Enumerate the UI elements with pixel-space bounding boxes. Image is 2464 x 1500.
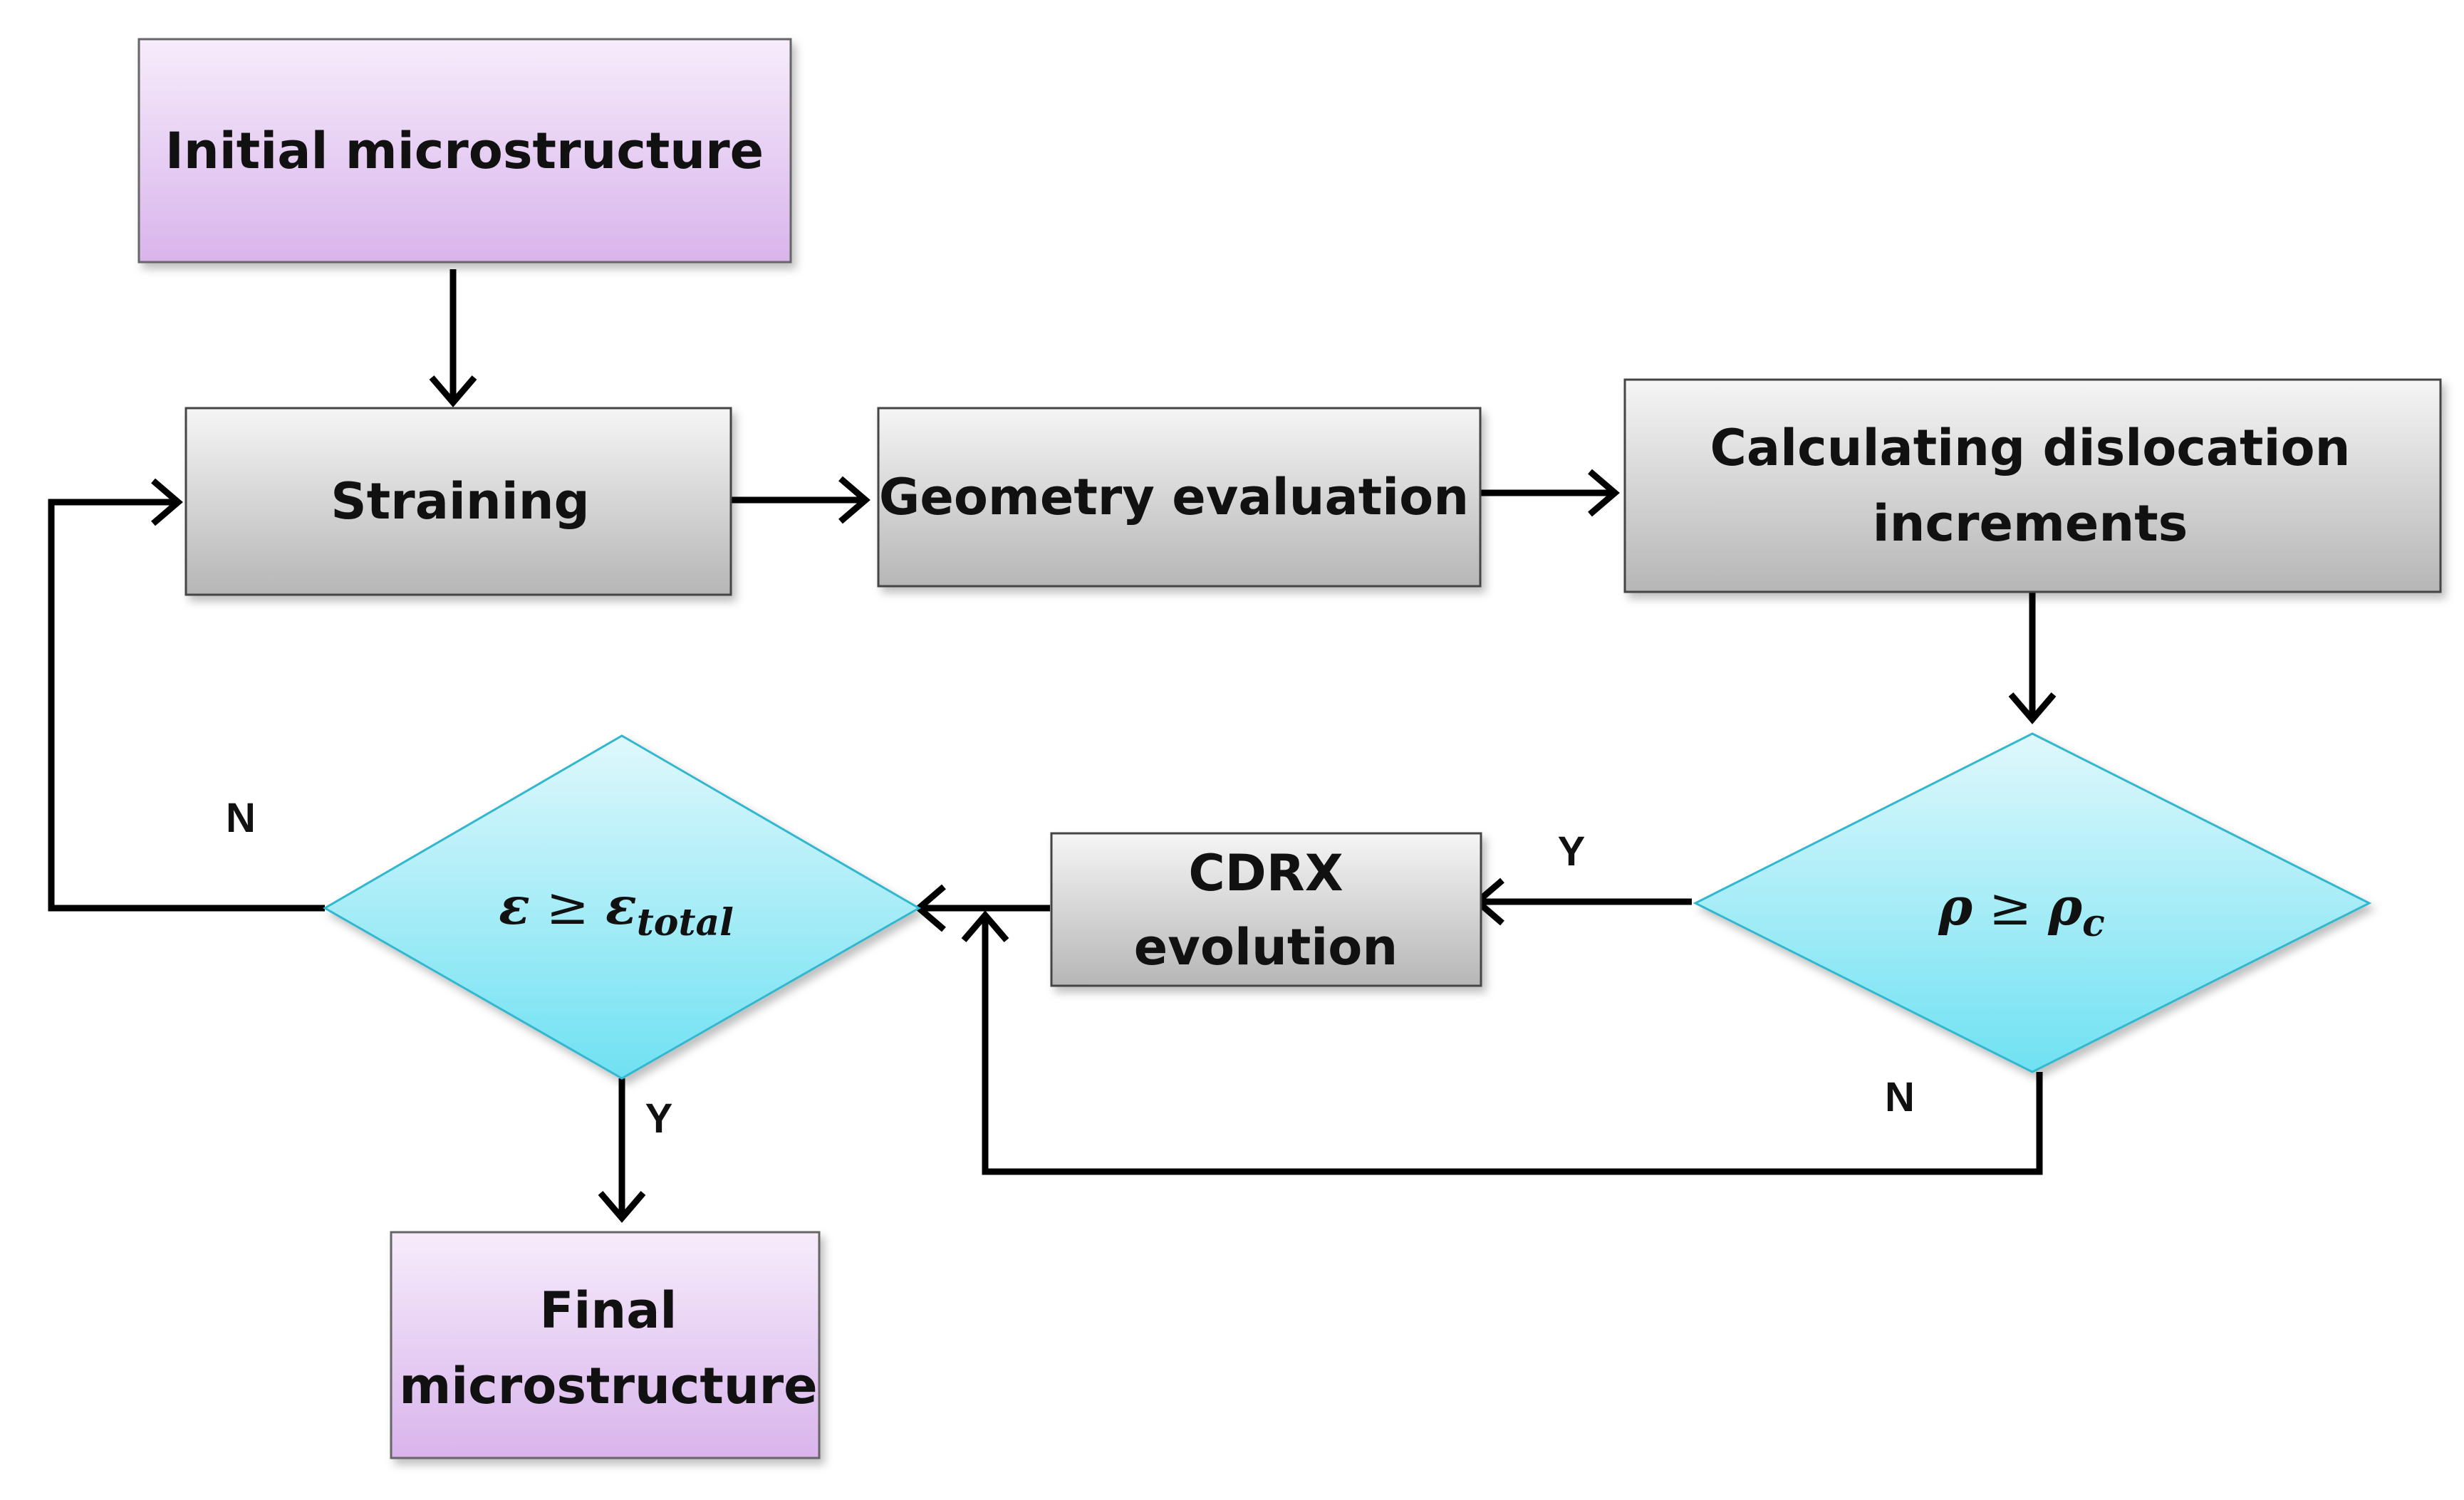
arrowhead-eps-yes-to-final — [598, 1191, 646, 1223]
final-microstructure-label-line1: Final — [540, 1281, 677, 1340]
eps-no-label: N — [226, 795, 256, 841]
cdrx-evolution-box: CDRX evolution — [1050, 832, 1482, 987]
straining-label: Straining — [331, 472, 589, 531]
final-microstructure-label-line2: microstructure — [399, 1357, 817, 1415]
eps-condition: ε ≥ εtotal — [499, 875, 734, 944]
initial-microstructure-label: Initial microstructure — [165, 122, 764, 180]
geometry-evaluation-box: Geometry evaluation — [877, 407, 1482, 588]
arrowhead-eps-no-loop — [151, 478, 183, 526]
arrowhead-geometry-to-dislocation — [1588, 469, 1620, 517]
straining-box: Straining — [184, 407, 732, 596]
rho-decision-diamond: ρ ≥ ρc — [1693, 732, 2372, 1073]
dislocation-increments-box: Calculating dislocation increments — [1623, 378, 2442, 593]
eps-yes-label: Y — [645, 1095, 673, 1142]
arrowhead-straining-to-geometry — [838, 476, 870, 524]
dislocation-increments-label-line2: increments — [1873, 494, 2188, 553]
arrow-rho-no-bypass — [982, 915, 2043, 1175]
arrowhead-initial-to-straining — [429, 375, 477, 407]
cdrx-evolution-label-line1: CDRX — [1188, 844, 1343, 902]
rho-yes-label: Y — [1558, 828, 1586, 875]
rho-no-label: N — [1885, 1074, 1915, 1120]
geometry-evaluation-label: Geometry evaluation — [879, 468, 1469, 526]
cdrx-evolution-label-line2: evolution — [1134, 918, 1398, 976]
arrowhead-rho-no-bypass — [961, 910, 1009, 942]
connectors — [48, 269, 2057, 1223]
dislocation-increments-label-line1: Calculating dislocation — [1710, 419, 2351, 477]
initial-microstructure-box: Initial microstructure — [137, 38, 792, 264]
eps-decision-diamond: ε ≥ εtotal — [322, 734, 922, 1080]
final-microstructure-box: Final microstructure — [390, 1231, 821, 1459]
rho-condition: ρ ≥ ρc — [1938, 876, 2105, 945]
arrowhead-dislocation-to-rho — [2008, 692, 2057, 724]
arrow-eps-no-loop — [48, 499, 325, 912]
